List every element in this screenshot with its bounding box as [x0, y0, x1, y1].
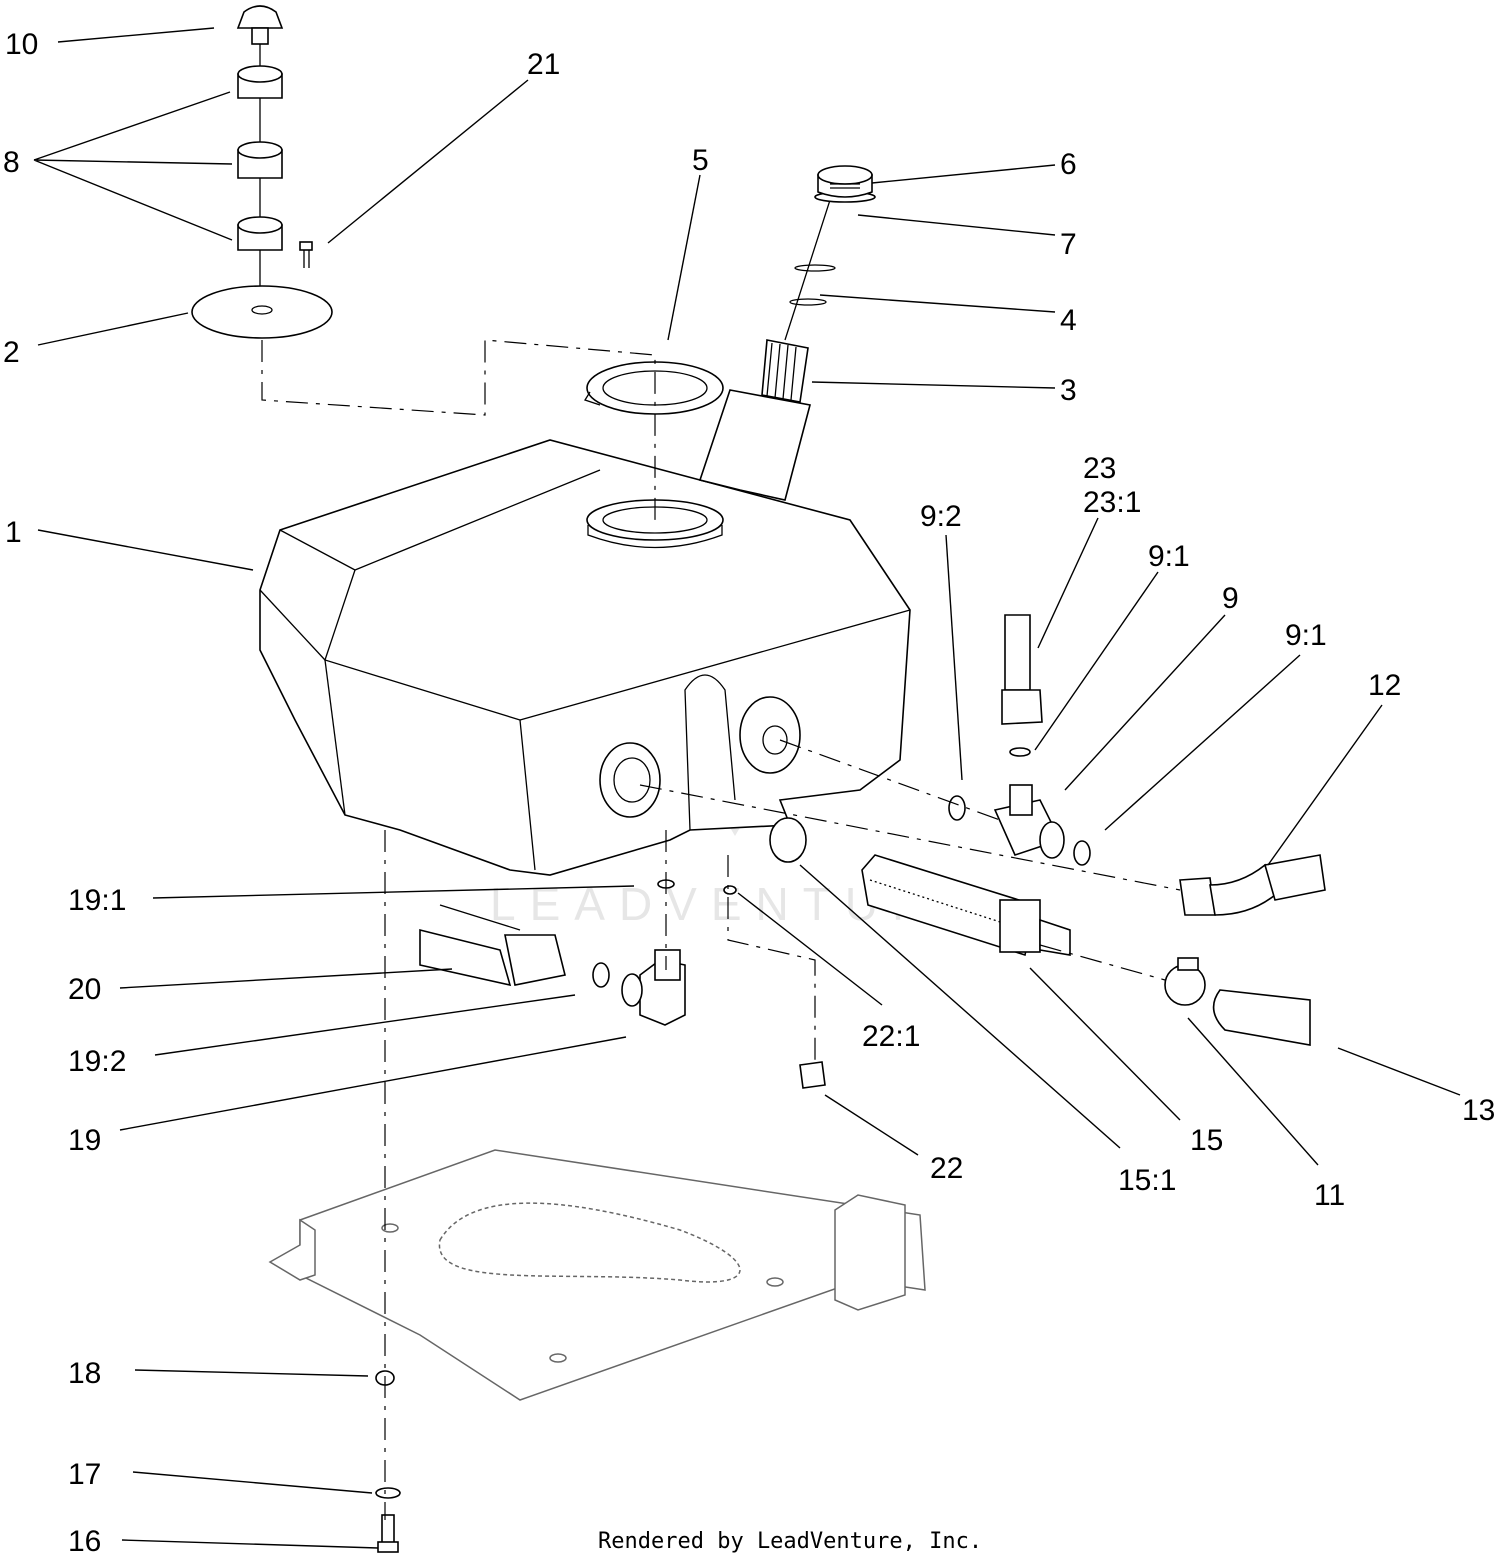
callout-9-1-lower: 9:1 — [1285, 619, 1327, 652]
callout-22-1: 22:1 — [862, 1020, 920, 1053]
callout-21: 21 — [527, 48, 560, 81]
callout-19-2: 19:2 — [68, 1045, 126, 1078]
callout-16: 16 — [68, 1525, 101, 1558]
callout-17: 17 — [68, 1458, 101, 1491]
mounting-plate — [268, 1149, 926, 1401]
callout-6: 6 — [1060, 148, 1077, 181]
callout-11: 11 — [1314, 1179, 1345, 1212]
sender-plate — [191, 241, 333, 339]
callout-22: 22 — [930, 1152, 963, 1185]
callout-20: 20 — [68, 973, 101, 1006]
callout-19: 19 — [68, 1124, 101, 1157]
callout-15: 15 — [1190, 1124, 1223, 1157]
fuel-cap — [814, 165, 876, 203]
callout-4: 4 — [1060, 304, 1077, 337]
callout-18: 18 — [68, 1357, 101, 1390]
callout-9-1-upper: 9:1 — [1148, 540, 1190, 573]
callout-19-1: 19:1 — [68, 884, 126, 917]
callout-7: 7 — [1060, 228, 1077, 261]
fuel-pickup — [761, 199, 840, 403]
assembly-lines — [261, 339, 1181, 1520]
footer-credit: Rendered by LeadVenture, Inc. — [598, 1529, 982, 1554]
vent-fittings — [948, 614, 1326, 916]
callout-23-1: 23:1 — [1083, 486, 1141, 519]
fuel-tank — [259, 389, 911, 876]
callout-5: 5 — [692, 144, 709, 177]
fuel-filter — [769, 817, 1311, 1046]
callout-13: 13 — [1462, 1094, 1495, 1127]
callout-15-1: 15:1 — [1118, 1164, 1176, 1197]
gauge-stack — [236, 5, 284, 300]
callout-23: 23 — [1083, 452, 1116, 485]
callout-10: 10 — [5, 28, 38, 61]
callout-8: 8 — [3, 146, 20, 179]
gasket — [584, 361, 724, 415]
callout-12: 12 — [1368, 669, 1401, 702]
callout-1: 1 — [5, 516, 22, 549]
callouts: 10 8 21 2 5 6 7 4 3 1 23 23:1 9:2 9:1 9 … — [3, 28, 1495, 1558]
callout-9: 9 — [1222, 582, 1239, 615]
leader-lines — [33, 27, 1461, 1549]
callout-9-2: 9:2 — [920, 500, 962, 533]
callout-2: 2 — [3, 336, 20, 369]
elbow-fitting — [419, 879, 826, 1089]
callout-3: 3 — [1060, 374, 1077, 407]
mounting-hardware — [375, 1370, 401, 1553]
